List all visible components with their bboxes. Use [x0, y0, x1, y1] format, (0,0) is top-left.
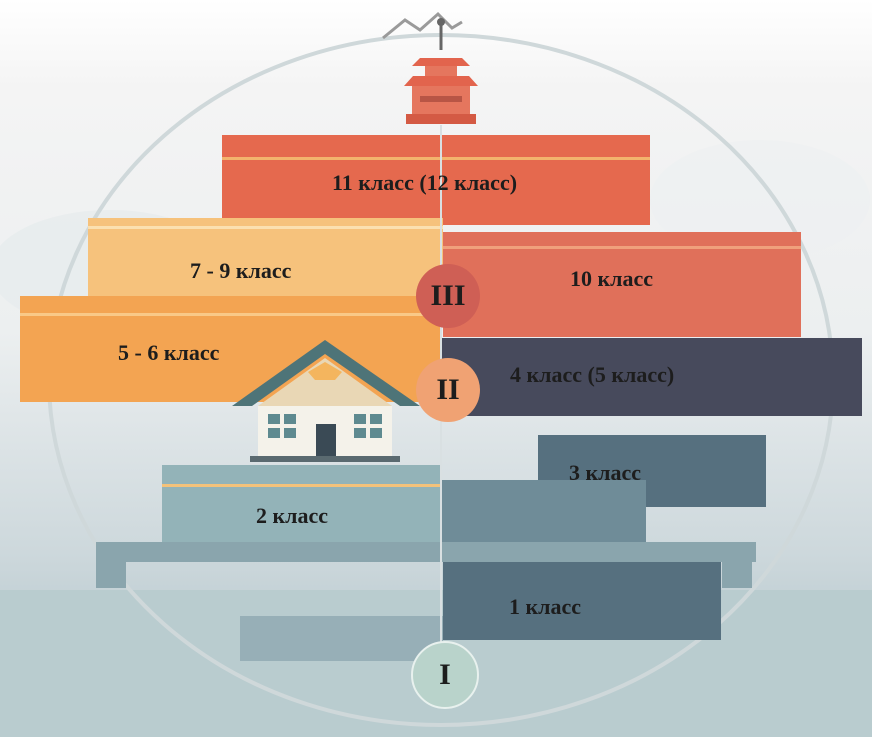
stripe: [222, 157, 650, 160]
block-grade-7-9-bg: [88, 218, 443, 300]
label-grade-5-6: 5 - 6 класс: [118, 340, 220, 365]
mountain-icon: [382, 11, 463, 40]
level-I-circle: I: [411, 641, 479, 709]
label-grade-1: 1 класс: [509, 594, 582, 619]
block-grade-10-bg: [443, 232, 801, 337]
label-grade-10: 10 класс: [570, 266, 654, 291]
level-III-circle: III: [416, 264, 480, 328]
level-II-circle: II: [416, 358, 480, 422]
school-building-icon: [232, 340, 420, 462]
bench-leg: [722, 562, 752, 588]
label-grade-11: 11 класс (12 класс): [332, 170, 518, 195]
pagoda-icon: [404, 18, 478, 124]
label-grade-2: 2 класс: [256, 503, 329, 528]
stripe: [88, 226, 443, 229]
stripe: [162, 484, 442, 487]
block-grade-2-left-bg: [162, 465, 442, 545]
stripe: [443, 246, 801, 249]
label-grade-3: 3 класс: [569, 460, 642, 485]
haze-right: [650, 140, 870, 260]
label-grade-7-9: 7 - 9 класс: [190, 258, 292, 283]
block-grade-2-right-bg: [442, 480, 646, 545]
bench-top: [96, 542, 756, 562]
label-grade-4: 4 класс (5 класс): [510, 362, 675, 387]
bench-leg: [96, 562, 126, 588]
stripe: [20, 313, 440, 316]
shadow: [240, 616, 443, 661]
block-grade-1-bg: [443, 562, 721, 640]
block-grade-4-bg: [440, 338, 862, 416]
block-grade-11-bg: [222, 135, 650, 225]
